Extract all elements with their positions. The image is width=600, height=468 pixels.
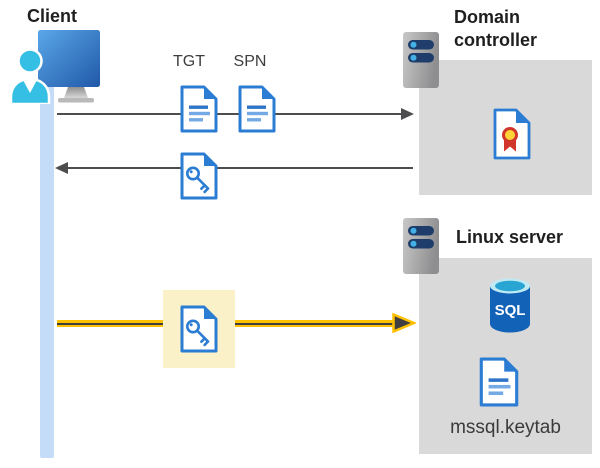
request-arrow-line [57,113,403,115]
key-document-icon [180,152,218,200]
user-icon [9,48,51,104]
linux-server-icon [403,218,439,274]
spn-label: SPN [233,53,267,70]
tgt-document-icon [180,85,218,133]
keytab-document-icon [479,357,519,407]
linux-server-label: Linux server [456,227,564,247]
sql-database-label: SQL [495,302,526,319]
service-ticket-key-document-icon [180,305,218,353]
response-arrow-head-icon [55,161,68,174]
certificate-document-icon [493,108,531,160]
response-arrow-line [67,167,413,169]
domain-controller-server-icon [403,32,439,88]
domain-controller-label: Domain controller [454,7,538,50]
client-computer-icon [9,30,100,104]
client-label: Client [27,6,78,26]
sql-connection-arrow-head-icon [392,313,416,333]
keytab-file-label: mssql.keytab [450,417,561,438]
client-lifeline [40,86,54,458]
request-arrow-head-icon [401,107,414,120]
spn-document-icon [238,85,276,133]
tgt-label: TGT [173,53,205,70]
sql-database-icon: SQL [490,278,530,333]
